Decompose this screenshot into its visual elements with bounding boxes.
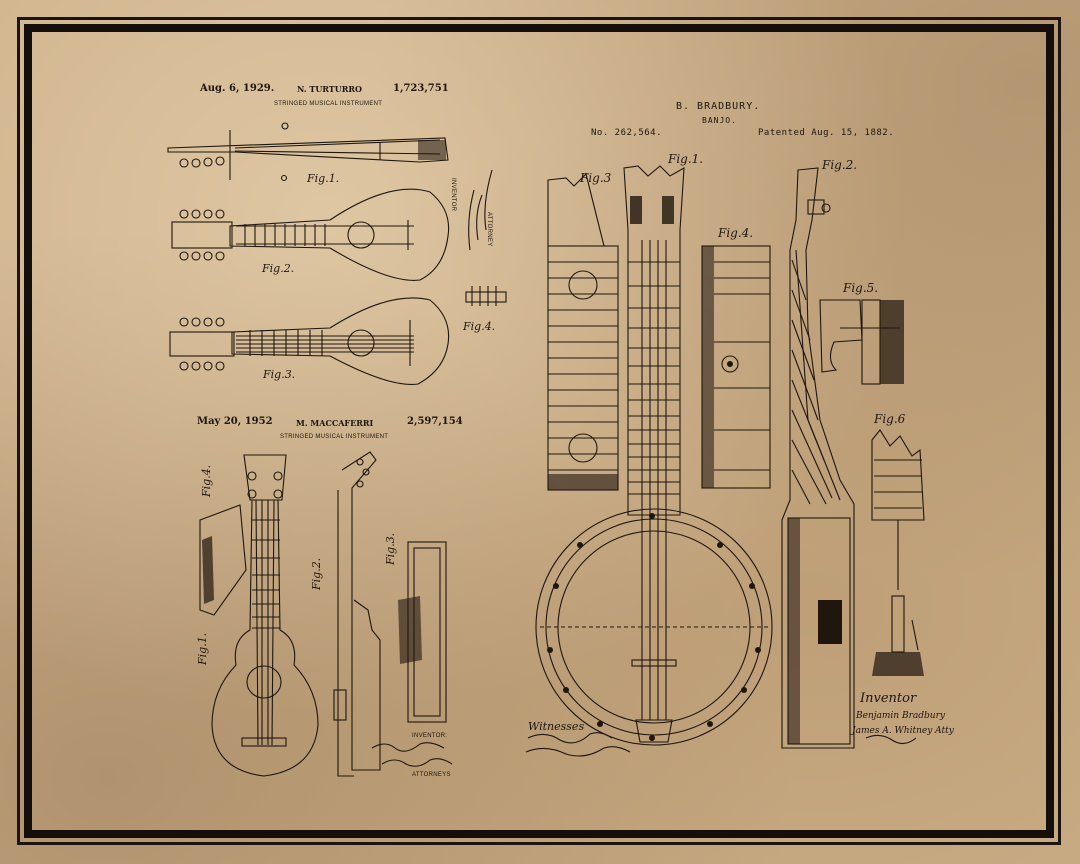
turturro-fig2-drawing: [171, 188, 450, 281]
turturro-inventor: N. TURTURRO: [297, 84, 363, 94]
bradbury-inventor-signature: Benjamin Bradbury: [856, 711, 945, 721]
turturro-date: Aug. 6, 1929.: [200, 83, 275, 94]
bradbury-attorney-signature: James A. Whitney Atty: [852, 726, 954, 736]
turturro-patent-number: 1,723,751: [393, 83, 449, 94]
bradbury-fig2-drawing: [781, 167, 855, 749]
turturro-fig1-label: Fig.1.: [307, 172, 340, 185]
maccaferri-fig3-drawing: [398, 541, 447, 723]
turturro-fig3-label: Fig.3.: [263, 368, 296, 381]
turturro-signatures: [468, 169, 493, 251]
maccaferri-date: May 20, 1952: [197, 416, 273, 427]
bradbury-inventor: B. BRADBURY.: [676, 101, 761, 112]
turturro-fig2-label: Fig.2.: [262, 262, 295, 275]
bradbury-patent-number: No. 262,564.: [591, 128, 663, 138]
maccaferri-inventor: M. MACCAFERRI: [296, 418, 374, 428]
maccaferri-inventor-label: INVENTOR:: [412, 733, 448, 739]
maccaferri-attorneys-label: ATTORNEYS: [412, 772, 451, 778]
bradbury-fig4-label: Fig.4.: [718, 226, 754, 240]
bradbury-patented-date: Patented Aug. 15, 1882.: [758, 128, 895, 138]
bradbury-fig6-drawing: [871, 429, 925, 676]
turturro-title: STRINGED MUSICAL INSTRUMENT: [274, 101, 383, 107]
outer-frame-border: [17, 17, 1061, 845]
maccaferri-fig2-drawing: [333, 451, 381, 777]
maccaferri-fig1-drawing: [211, 454, 319, 777]
bradbury-witnesses-label: Witnesses: [528, 720, 585, 733]
bradbury-fig1-label: Fig.1.: [668, 152, 704, 166]
bradbury-fig1-drawing: [535, 165, 773, 746]
turturro-fig4-label: Fig.4.: [463, 320, 496, 333]
bradbury-fig2-label: Fig.2.: [822, 158, 858, 172]
turturro-fig3-drawing: [169, 297, 450, 385]
bradbury-fig4-drawing: [701, 245, 771, 489]
bradbury-fig6-label: Fig.6: [874, 412, 906, 426]
bradbury-fig5-label: Fig.5.: [843, 281, 879, 295]
inner-frame-border: [24, 24, 1054, 838]
bradbury-inventor-label: Inventor: [860, 691, 917, 706]
bradbury-title: BANJO.: [702, 116, 737, 125]
bradbury-fig5-drawing: [819, 299, 904, 385]
turturro-fig4-drawing: [465, 286, 507, 306]
turturro-fig1-drawing: [167, 122, 449, 182]
bradbury-fig3-drawing: [547, 172, 619, 491]
maccaferri-fig4-drawing: [199, 504, 247, 616]
maccaferri-signatures: [371, 742, 453, 767]
maccaferri-patent-number: 2,597,154: [407, 416, 463, 427]
bradbury-witness-signatures: [525, 732, 917, 757]
maccaferri-title: STRINGED MUSICAL INSTRUMENT: [280, 434, 389, 440]
